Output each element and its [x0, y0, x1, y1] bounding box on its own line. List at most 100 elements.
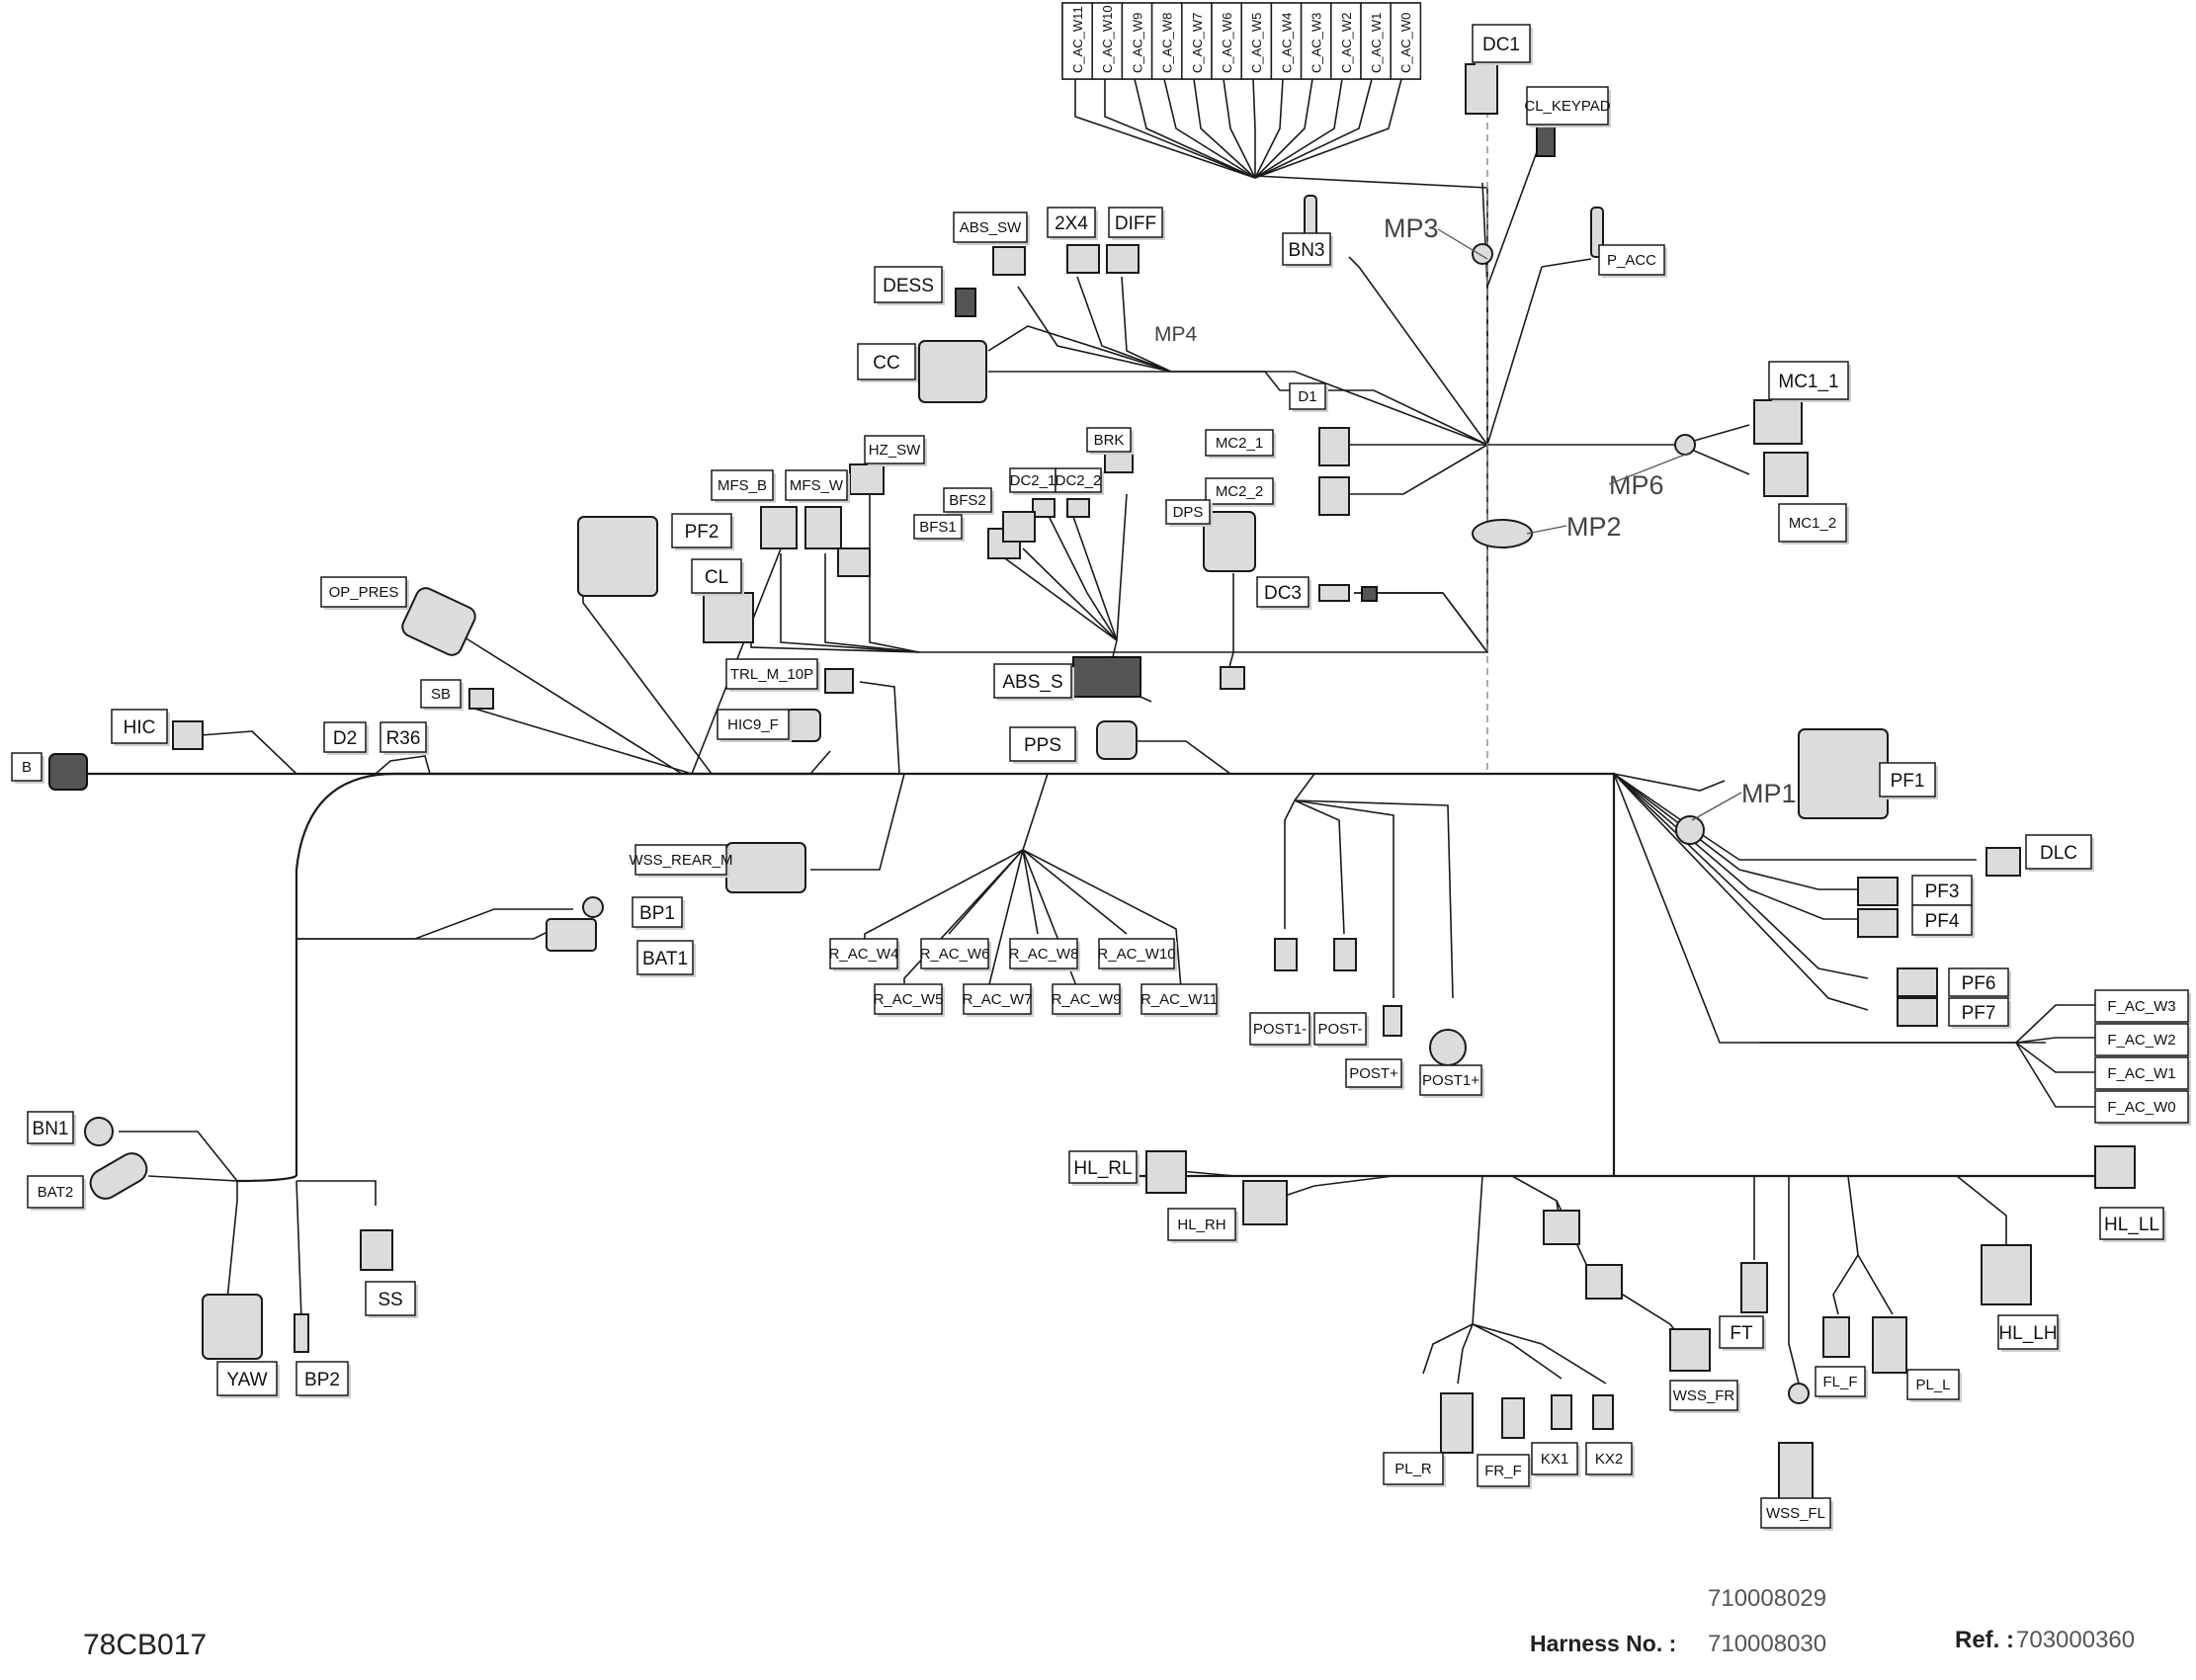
- top-connector-label: C_AC_W0: [1398, 13, 1413, 73]
- label-hl-rl: HL_RL: [1073, 1158, 1132, 1179]
- label-kx2: KX2: [1595, 1451, 1623, 1468]
- label-box: [1256, 576, 1309, 608]
- label-box: [216, 1361, 278, 1396]
- label-box: [1948, 997, 2009, 1027]
- label-box: [1472, 24, 1531, 63]
- label-box: [634, 844, 727, 876]
- label-box: [632, 896, 683, 928]
- label-box: [864, 435, 925, 464]
- label-box: [1948, 967, 2009, 997]
- label-d1: D1: [1298, 388, 1316, 405]
- label-post1-: POST1-: [1253, 1021, 1307, 1038]
- label-box: [1098, 938, 1175, 969]
- label-pf3: PF3: [1925, 882, 1960, 902]
- label-2x4: 2X4: [1055, 213, 1088, 234]
- label-hic9-f: HIC9_F: [727, 716, 779, 733]
- label-box: [1585, 1442, 1633, 1475]
- label-f-ac-w3: F_AC_W3: [2107, 998, 2175, 1015]
- label-box: [1009, 726, 1076, 762]
- top-connector-cell: [1390, 2, 1422, 80]
- label-dps: DPS: [1173, 504, 1204, 521]
- label-abs-sw: ABS_SW: [960, 219, 1022, 236]
- label-hl-lh: HL_LH: [1998, 1323, 2057, 1344]
- mp3-label: MP3: [1384, 213, 1439, 243]
- label-box: [323, 721, 367, 753]
- label-diff: DIFF: [1115, 213, 1156, 234]
- label-cc: CC: [873, 353, 899, 374]
- label-mc2-2: MC2_2: [1216, 483, 1263, 500]
- label-hl-ll: HL_LL: [2104, 1215, 2159, 1235]
- label-cl: CL: [705, 567, 728, 588]
- label-post1-: POST1+: [1422, 1072, 1479, 1089]
- harness-number-1: 710008029: [1708, 1585, 1827, 1612]
- top-connector-label: C_AC_W2: [1339, 13, 1354, 73]
- label-mfs-w: MFS_W: [790, 477, 844, 494]
- label-box: [671, 513, 732, 548]
- label-box: [1055, 467, 1102, 493]
- label-box: [1345, 1058, 1402, 1088]
- label-box: [874, 266, 943, 303]
- top-connector-cell: [1240, 2, 1273, 80]
- label-post-: POST-: [1317, 1021, 1362, 1038]
- label-bn1: BN1: [33, 1119, 69, 1139]
- label-fr-f: FR_F: [1484, 1463, 1522, 1479]
- label-box: [1531, 1442, 1578, 1475]
- label-box: [1009, 938, 1078, 969]
- label-box: [11, 752, 42, 782]
- label-box: [380, 721, 427, 753]
- label-f-ac-w1: F_AC_W1: [2107, 1065, 2175, 1082]
- label-pf2: PF2: [685, 522, 719, 543]
- label-box: [1911, 904, 1973, 936]
- harness-label: Harness No. :: [1530, 1631, 1677, 1656]
- label-pps: PPS: [1024, 735, 1061, 756]
- label-bfs1: BFS1: [919, 519, 957, 536]
- label-box: [1997, 1314, 2059, 1350]
- label-box: [2025, 834, 2092, 870]
- label-pf4: PF4: [1925, 911, 1960, 932]
- label-r-ac-w7: R_AC_W7: [963, 991, 1033, 1008]
- label-box: [920, 938, 989, 969]
- top-connector-label: C_AC_W8: [1160, 13, 1175, 73]
- label-box: [1383, 1452, 1444, 1485]
- label-r-ac-w4: R_AC_W4: [829, 946, 899, 963]
- label-brk: BRK: [1094, 432, 1125, 449]
- label-box: [1165, 499, 1211, 525]
- label-box: [420, 679, 462, 709]
- label-wss-rear-m: WSS_REAR_M: [629, 852, 732, 869]
- label-pf7: PF7: [1962, 1003, 1996, 1024]
- label-pf1: PF1: [1891, 771, 1925, 792]
- label-post-: POST+: [1349, 1065, 1398, 1082]
- top-connector-cell: [1270, 2, 1303, 80]
- label-box: [27, 1175, 84, 1209]
- label-box: [1047, 207, 1096, 238]
- top-connector-label: C_AC_W4: [1279, 13, 1294, 73]
- label-hic: HIC: [124, 717, 156, 738]
- label-r-ac-w10: R_AC_W10: [1097, 946, 1175, 963]
- label-yaw: YAW: [226, 1370, 267, 1390]
- label-r-ac-w6: R_AC_W6: [920, 946, 990, 963]
- label-d2: D2: [333, 728, 357, 749]
- label-bp2: BP2: [304, 1370, 340, 1390]
- label-op-pres: OP_PRES: [329, 584, 399, 601]
- label-hz-sw: HZ_SW: [869, 442, 921, 459]
- top-connector-cell: [1211, 2, 1242, 80]
- label-box: [711, 469, 774, 501]
- label-mc1-1: MC1_1: [1778, 372, 1838, 392]
- label-bp1: BP1: [639, 903, 675, 924]
- label-ss: SS: [378, 1290, 402, 1310]
- label-box: [1477, 1454, 1530, 1487]
- label-box: [1526, 86, 1609, 126]
- label-box: [1719, 1315, 1764, 1349]
- label-box: [1205, 477, 1274, 505]
- label-box: [1167, 1208, 1236, 1241]
- label-sb: SB: [431, 686, 451, 703]
- label-box: [993, 663, 1072, 699]
- label-box: [1760, 1497, 1831, 1529]
- top-connector-label: C_AC_W5: [1249, 13, 1264, 73]
- label-box: [365, 1281, 416, 1316]
- harness-wires: [69, 78, 2116, 1385]
- label-box: [1068, 1150, 1138, 1184]
